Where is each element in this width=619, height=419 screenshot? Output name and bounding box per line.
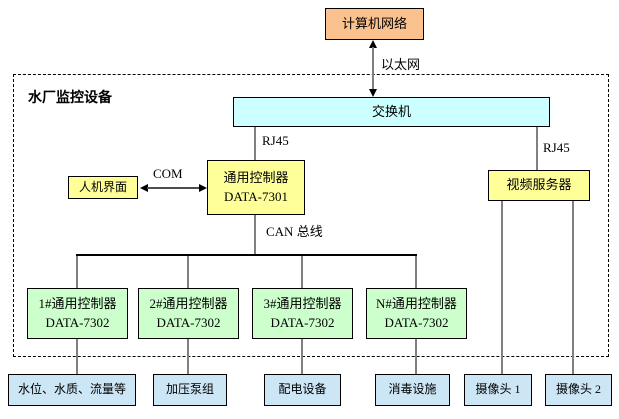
- node-camera-2-label: 摄像头 2: [555, 382, 601, 397]
- node-device-disinfection-label: 消毒设施: [388, 382, 437, 397]
- node-controller-1-name: 1#通用控制器: [38, 295, 117, 311]
- com-arrow-shaft: [147, 187, 200, 189]
- connector-controller-canbus: [254, 215, 256, 255]
- ethernet-label: 以太网: [381, 57, 421, 72]
- com-arrowhead-left-icon: [140, 184, 148, 192]
- ethernet-arrow-shaft: [372, 47, 374, 91]
- node-controller-1-model: DATA-7302: [45, 314, 110, 330]
- node-main-controller-name: 通用控制器: [223, 169, 289, 185]
- connector-controller3-device: [301, 339, 303, 374]
- node-hmi-label: 人机界面: [78, 179, 127, 194]
- node-device-sensors-label: 水位、水质、流量等: [17, 382, 126, 397]
- node-controller-2-name: 2#通用控制器: [149, 295, 228, 311]
- node-controller-2-model: DATA-7302: [156, 314, 221, 330]
- node-video-server-label: 视频服务器: [506, 177, 572, 193]
- connector-switch-videoserver: [536, 127, 538, 170]
- rj45-left-label: RJ45: [262, 133, 289, 148]
- node-camera-2: 摄像头 2: [545, 374, 612, 406]
- node-controller-3-name: 3#通用控制器: [263, 295, 342, 311]
- node-controller-1: 1#通用控制器 DATA-7302: [27, 288, 128, 339]
- com-label: COM: [153, 166, 183, 181]
- enclosure-title: 水厂监控设备: [28, 91, 112, 106]
- connector-bus-controller-3: [301, 256, 303, 288]
- ethernet-arrowhead-up-icon: [369, 40, 377, 48]
- node-camera-1-label: 摄像头 1: [475, 382, 521, 397]
- node-controller-3-model: DATA-7302: [270, 314, 335, 330]
- enclosure-border: [13, 74, 609, 357]
- node-device-power-label: 配电设备: [278, 382, 327, 397]
- connector-controller2-device: [187, 339, 189, 374]
- can-bus-label: CAN 总线: [266, 224, 323, 239]
- node-controller-2: 2#通用控制器 DATA-7302: [138, 288, 239, 339]
- node-controller-n: N#通用控制器 DATA-7302: [366, 288, 467, 339]
- connector-videoserver-camera1: [501, 201, 503, 374]
- node-controller-3: 3#通用控制器 DATA-7302: [252, 288, 353, 339]
- node-device-sensors: 水位、水质、流量等: [8, 374, 136, 406]
- node-controller-n-model: DATA-7302: [384, 314, 449, 330]
- connector-bus-controller-2: [187, 256, 189, 288]
- node-main-controller-model: DATA-7301: [224, 188, 288, 204]
- node-device-pumps-label: 加压泵组: [165, 382, 214, 397]
- node-device-pumps: 加压泵组: [153, 374, 227, 406]
- connector-videoserver-camera2: [572, 201, 574, 374]
- node-controller-n-name: N#通用控制器: [376, 295, 457, 311]
- rj45-right-label: RJ45: [543, 140, 570, 155]
- can-bus-line: [76, 254, 417, 256]
- connector-bus-controller-1: [76, 256, 78, 288]
- node-video-server: 视频服务器: [488, 170, 590, 201]
- node-computer-network-label: 计算机网络: [341, 15, 407, 31]
- ethernet-arrowhead-down-icon: [369, 89, 377, 97]
- node-switch-label: 交换机: [371, 103, 411, 119]
- com-arrowhead-right-icon: [199, 184, 207, 192]
- node-computer-network: 计算机网络: [325, 8, 424, 40]
- connector-bus-controller-n: [415, 256, 417, 288]
- connector-switch-controller: [254, 127, 256, 160]
- node-device-power: 配电设备: [264, 374, 341, 406]
- node-main-controller: 通用控制器 DATA-7301: [207, 160, 305, 215]
- node-hmi: 人机界面: [68, 176, 138, 199]
- node-device-disinfection: 消毒设施: [375, 374, 450, 406]
- node-switch: 交换机: [233, 97, 550, 127]
- connector-controller1-device: [76, 339, 78, 374]
- node-camera-1: 摄像头 1: [464, 374, 532, 406]
- connector-controllern-device: [415, 339, 417, 374]
